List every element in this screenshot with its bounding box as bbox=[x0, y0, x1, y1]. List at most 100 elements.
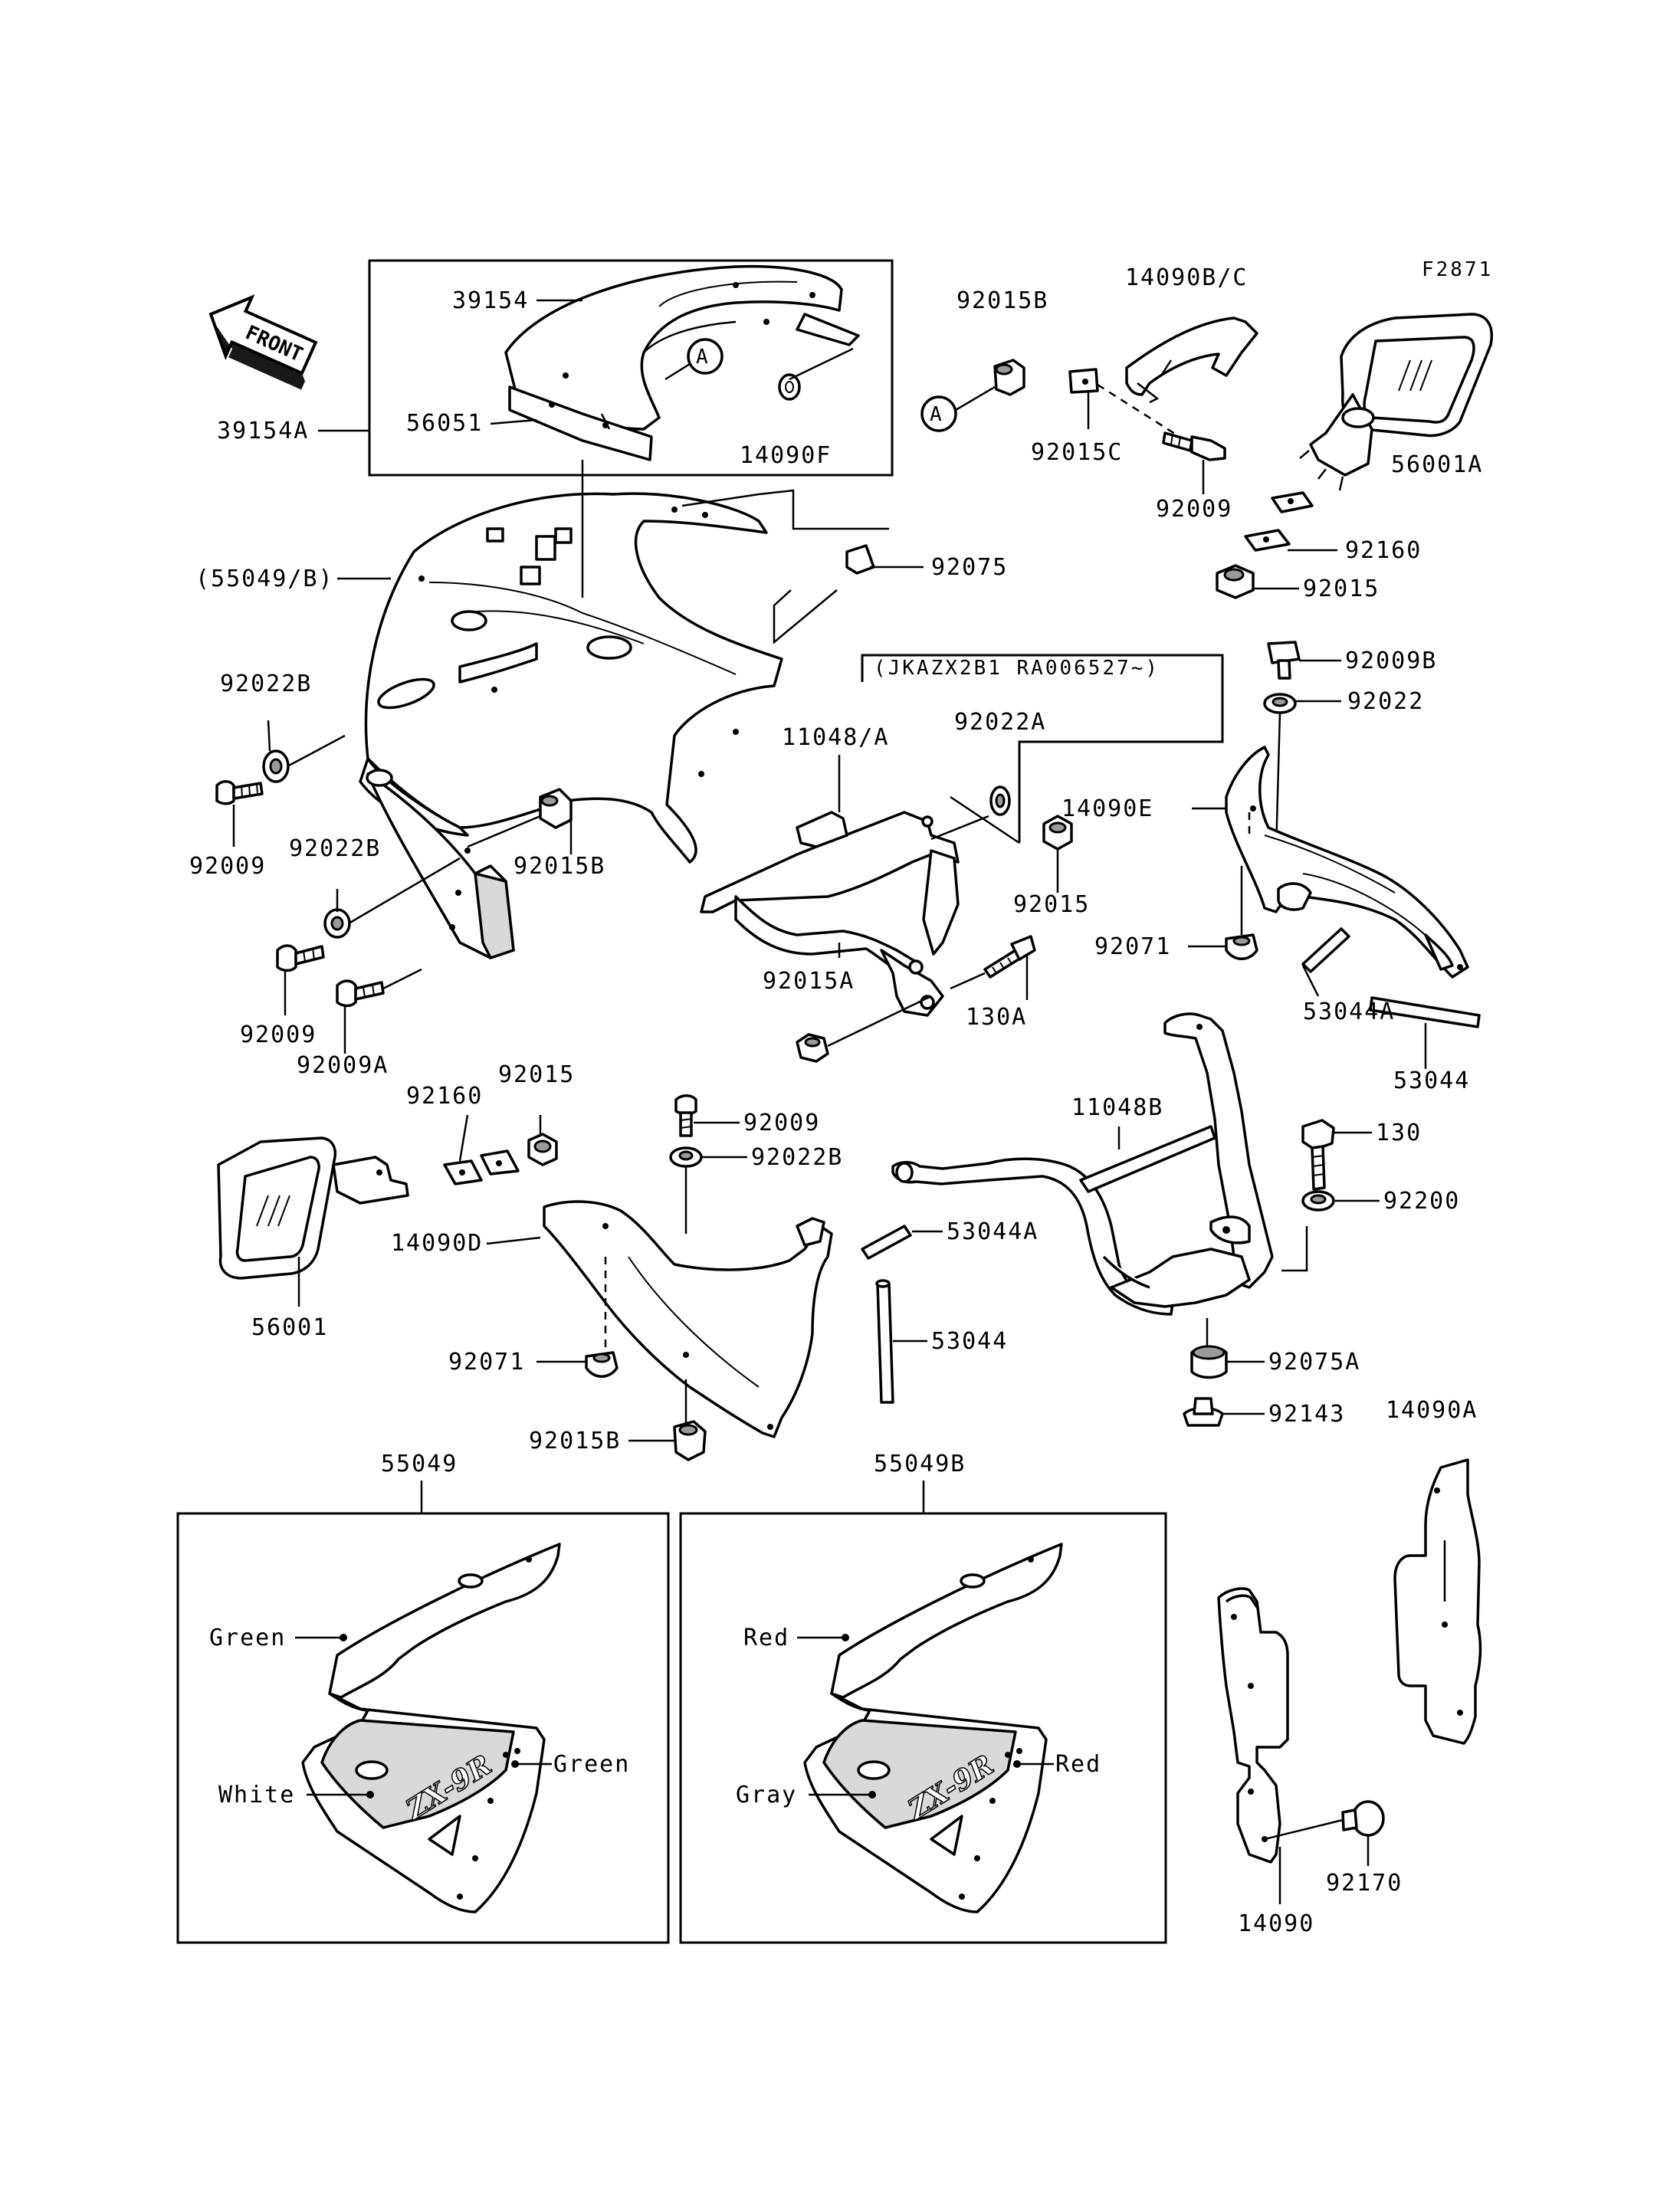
label-92022b-center: 92022B bbox=[751, 1144, 843, 1171]
grommet-92015b-mid bbox=[539, 788, 573, 829]
serial-note: (JKAZX2B1 RA006527~) bbox=[874, 657, 1160, 680]
label-92143: 92143 bbox=[1268, 1401, 1345, 1428]
serial-note-box bbox=[861, 654, 1224, 843]
label-39154a: 39154A bbox=[217, 418, 309, 444]
screw-92009-left1 bbox=[215, 780, 264, 805]
nut-92015a bbox=[796, 1033, 829, 1063]
label-92022-right: 92022 bbox=[1347, 688, 1424, 715]
label-92160-left: 92160 bbox=[406, 1083, 483, 1110]
cowl-variant-left: ZX-9R bbox=[301, 1543, 561, 1913]
variant-box-55049 bbox=[176, 1512, 670, 1944]
label-92015b-bottom: 92015B bbox=[529, 1428, 621, 1454]
front-arrow-icon: FRONT bbox=[208, 294, 318, 390]
label-92009-center: 92009 bbox=[743, 1110, 820, 1136]
label-92075a: 92075A bbox=[1268, 1349, 1360, 1376]
bracket-14090bc bbox=[1125, 316, 1258, 404]
rubber-53044a-right bbox=[1301, 927, 1350, 973]
label-92015-mid: 92015 bbox=[1013, 891, 1090, 918]
side-panel-upper bbox=[366, 769, 515, 959]
pin-92143 bbox=[1183, 1397, 1224, 1427]
nut-92015-mid bbox=[1042, 815, 1073, 851]
damper-92075a bbox=[1190, 1345, 1228, 1379]
bolt-130a bbox=[983, 935, 1036, 979]
label-56051: 56051 bbox=[406, 410, 483, 437]
label-11048a: 11048/A bbox=[782, 724, 889, 751]
insulator-14090a bbox=[1393, 1458, 1482, 1745]
color-label-left-lower: White bbox=[218, 1782, 295, 1808]
label-53044a-center: 53044A bbox=[947, 1218, 1039, 1245]
color-label-left-right: Green bbox=[553, 1751, 630, 1778]
label-92022a: 92022A bbox=[954, 709, 1046, 736]
mirror-56001 bbox=[217, 1136, 409, 1280]
clip-92170 bbox=[1341, 1800, 1385, 1837]
label-11048b: 11048B bbox=[1071, 1094, 1163, 1121]
rubber-53044a-center bbox=[861, 1225, 912, 1260]
grommet-92015b-bottom bbox=[673, 1420, 707, 1461]
label-14090bc: 14090B/C bbox=[1125, 264, 1249, 291]
label-92009a: 92009A bbox=[297, 1052, 389, 1079]
grommet-92015b-top bbox=[993, 359, 1025, 396]
label-92009-top: 92009 bbox=[1156, 496, 1232, 523]
label-92022b-2: 92022B bbox=[289, 835, 381, 862]
label-55049b: 55049B bbox=[874, 1451, 966, 1477]
label-53044-center: 53044 bbox=[931, 1328, 1008, 1355]
label-92015b-top: 92015B bbox=[956, 287, 1048, 314]
insulator-14090 bbox=[1217, 1587, 1289, 1864]
label-92200: 92200 bbox=[1383, 1188, 1460, 1215]
svg-text:A: A bbox=[696, 346, 710, 369]
marker-a-top: A bbox=[664, 338, 724, 381]
rubber-53044-center bbox=[875, 1279, 894, 1404]
svg-text:A: A bbox=[930, 403, 944, 426]
color-label-right-upper: Red bbox=[743, 1625, 789, 1651]
label-39154: 39154 bbox=[452, 287, 529, 314]
label-14090e: 14090E bbox=[1061, 795, 1153, 822]
windshield-group-box bbox=[368, 259, 894, 477]
gasket-92160-b bbox=[1244, 529, 1291, 552]
label-14090: 14090 bbox=[1238, 1910, 1314, 1937]
label-92071-right: 92071 bbox=[1094, 933, 1171, 960]
screw-92009a bbox=[336, 979, 385, 1008]
bolt-130 bbox=[1301, 1119, 1335, 1191]
bracket-11048b bbox=[891, 1012, 1274, 1316]
label-92022b-1: 92022B bbox=[220, 671, 312, 697]
nut-92015-left bbox=[527, 1133, 558, 1166]
bracket-11048a bbox=[700, 811, 960, 1017]
screw-92009-center bbox=[674, 1094, 697, 1137]
clip-92071-right bbox=[1225, 933, 1258, 960]
inner-panel-14090e bbox=[1225, 746, 1469, 979]
cowl-variant-right: ZX-9R bbox=[803, 1543, 1063, 1913]
gasket-92160-c bbox=[443, 1159, 483, 1185]
label-92015-top: 92015 bbox=[1303, 575, 1380, 602]
mount-plate-92075 bbox=[845, 544, 875, 575]
bolt-92009-top bbox=[1162, 431, 1226, 461]
label-14090f: 14090F bbox=[740, 442, 832, 469]
label-55049: 55049 bbox=[381, 1451, 458, 1477]
label-92009b: 92009B bbox=[1345, 648, 1437, 674]
screw-92009-left2 bbox=[276, 944, 325, 972]
washer-92022b-2 bbox=[323, 908, 351, 939]
label-53044a-right: 53044A bbox=[1303, 998, 1395, 1025]
marker-a-right: A bbox=[920, 385, 996, 432]
label-92009-left2: 92009 bbox=[240, 1021, 317, 1048]
clip-92071-center bbox=[585, 1351, 619, 1378]
label-53044-right: 53044 bbox=[1393, 1067, 1470, 1094]
label-130a: 130A bbox=[966, 1004, 1027, 1031]
mirror-56001a bbox=[1299, 313, 1493, 491]
washer-92022b-center bbox=[669, 1146, 703, 1168]
windshield bbox=[504, 264, 860, 431]
color-label-left-upper: Green bbox=[209, 1625, 286, 1651]
gasket-92160-a bbox=[1271, 491, 1314, 513]
label-92170: 92170 bbox=[1326, 1870, 1403, 1897]
label-92015-left: 92015 bbox=[498, 1061, 575, 1088]
rubber-53044-right bbox=[1369, 996, 1481, 1028]
washer-92200 bbox=[1301, 1190, 1335, 1212]
label-92009-left1: 92009 bbox=[189, 853, 266, 880]
label-14090a: 14090A bbox=[1386, 1397, 1478, 1424]
color-label-right-lower: Gray bbox=[736, 1782, 797, 1808]
label-55049b-paren: (55049/B) bbox=[195, 566, 334, 592]
grommet-14090f bbox=[778, 373, 801, 401]
label-56001: 56001 bbox=[251, 1314, 328, 1341]
inner-panel-14090d bbox=[543, 1200, 833, 1438]
